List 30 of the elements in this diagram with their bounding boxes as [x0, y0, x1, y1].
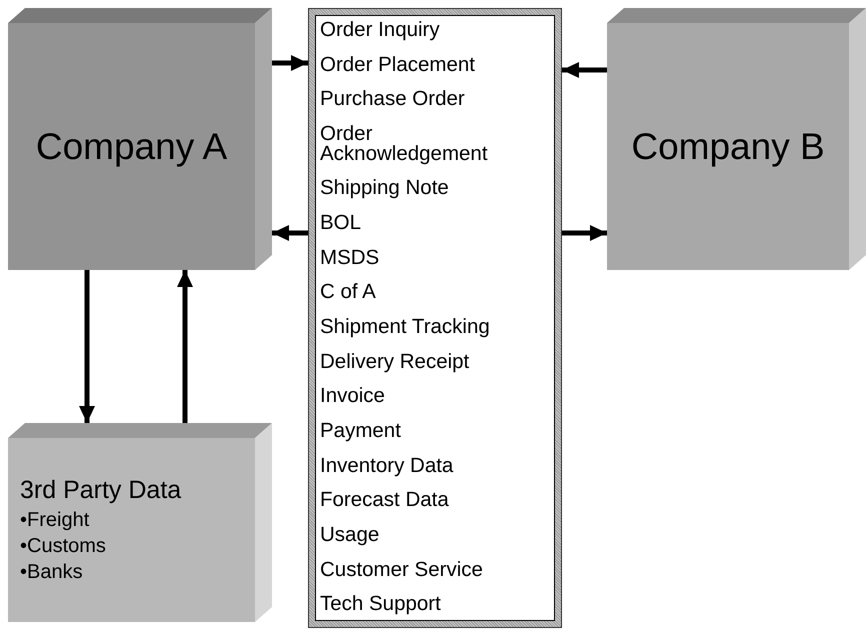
list-item: MSDS: [320, 248, 380, 268]
list-item: Tech Support: [320, 594, 442, 614]
bullet-item: •Banks: [20, 560, 83, 585]
list-item: Forecast Data: [320, 490, 450, 510]
list-item: BOL: [320, 212, 362, 232]
list-item: Purchase Order: [320, 89, 466, 109]
list-item: Shipping Note: [320, 178, 450, 198]
list-item: C of A: [320, 282, 377, 302]
box-title: 3rd Party Data: [20, 475, 182, 506]
box-title: Company B: [631, 126, 825, 168]
list-item: Payment: [320, 421, 402, 440]
arrow: [79, 270, 95, 423]
list-item: Usage: [320, 525, 380, 545]
list-item: Delivery Receipt: [320, 352, 470, 372]
list-item: Customer Service: [320, 560, 484, 580]
list-item: Order Acknowledgement: [320, 124, 489, 163]
list-item: Order Placement: [320, 54, 476, 74]
arrow: [177, 270, 193, 423]
list-item: Invoice: [320, 386, 386, 406]
arrow: [272, 225, 308, 241]
arrow: [562, 62, 607, 78]
arrow: [562, 225, 607, 241]
bullet-item: •Customs: [20, 534, 106, 559]
list-item: Shipment Tracking: [320, 316, 491, 336]
bullet-item: •Freight: [20, 508, 90, 533]
list-item: Order Inquiry: [320, 20, 441, 40]
list-item: Inventory Data: [320, 456, 454, 476]
box-title: Company A: [36, 126, 228, 168]
document-list-panel: [308, 8, 562, 628]
arrow: [272, 55, 308, 71]
